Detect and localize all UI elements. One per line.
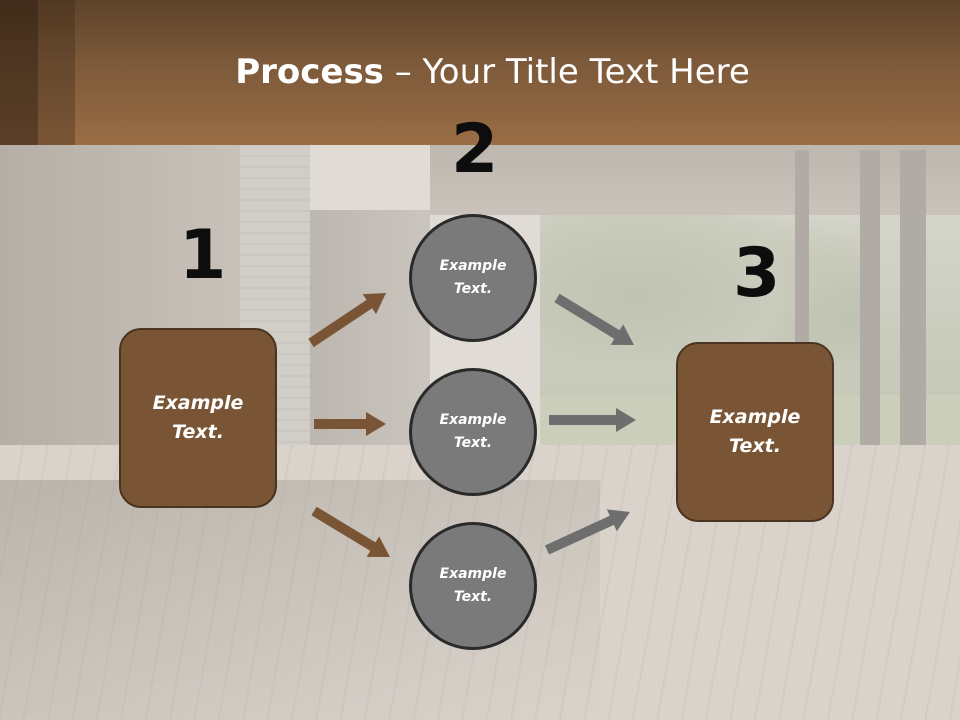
step-2-middle-label: Example Text. (439, 412, 507, 451)
arrow-1-to-bottom (311, 506, 390, 557)
step-1-label: Example Text. (152, 392, 244, 443)
step-1-box: Example Text. (119, 328, 277, 508)
arrow-1-to-middle (314, 412, 386, 436)
step-2-circle-bottom: Example Text. (409, 522, 537, 650)
arrow-1-to-top (308, 293, 386, 348)
step-2-bottom-label: Example Text. (439, 566, 507, 605)
title-bold-part: Process (235, 52, 384, 92)
arrow-top-to-3 (554, 293, 634, 345)
step-2-circle-top: Example Text. (409, 214, 537, 342)
title-banner: Process – Your Title Text Here (0, 0, 960, 145)
step-number-2: 2 (451, 110, 499, 189)
arrow-middle-to-3 (549, 408, 636, 432)
slide-title: Process – Your Title Text Here (0, 52, 960, 92)
step-number-3: 3 (733, 234, 781, 313)
step-2-circle-middle: Example Text. (409, 368, 537, 496)
step-3-box: Example Text. (676, 342, 834, 522)
title-rest-part: – Your Title Text Here (383, 52, 750, 92)
arrow-bottom-to-3 (544, 509, 630, 555)
step-number-1: 1 (179, 216, 227, 295)
step-3-label: Example Text. (709, 406, 801, 457)
step-2-top-label: Example Text. (439, 258, 507, 297)
